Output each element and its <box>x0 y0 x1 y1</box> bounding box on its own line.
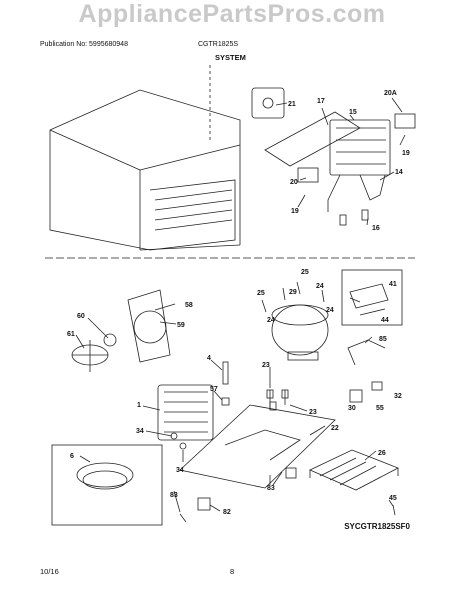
callout-6: 6 <box>70 453 74 460</box>
part-83a <box>179 513 187 523</box>
part-45 <box>392 504 396 516</box>
callout-20: 20 <box>290 179 298 186</box>
part-4 <box>222 361 229 385</box>
relay-box <box>341 269 403 326</box>
callout-25a: 25 <box>301 269 309 276</box>
callout-34a: 34 <box>136 428 144 435</box>
callout-25b: 25 <box>257 290 265 297</box>
footer-page: 8 <box>230 567 235 576</box>
callout-45: 45 <box>389 495 397 502</box>
callout-14: 14 <box>395 169 403 176</box>
screw-25a <box>261 299 267 313</box>
power-cord <box>51 444 163 526</box>
callout-85: 85 <box>379 336 387 343</box>
section-title: SYSTEM <box>215 53 246 62</box>
publication-number: Publication No: 5995680948 <box>40 41 128 48</box>
callout-60: 60 <box>77 313 85 320</box>
callout-83a: 83 <box>170 492 178 499</box>
callout-4: 4 <box>207 355 211 362</box>
callout-61: 61 <box>67 331 75 338</box>
part-55 <box>371 381 383 391</box>
evaporator-assembly <box>251 87 416 226</box>
callout-19a: 19 <box>402 150 410 157</box>
part-30 <box>349 389 363 403</box>
callout-24b: 24 <box>267 317 275 324</box>
condenser-coil <box>157 384 214 441</box>
callout-24c: 24 <box>326 307 334 314</box>
watermark-logo: AppliancePartsPros.com <box>78 0 386 28</box>
callout-29: 29 <box>289 289 297 296</box>
cabinet-outline <box>49 65 241 251</box>
callout-17: 17 <box>317 98 325 105</box>
callout-58: 58 <box>185 302 193 309</box>
callout-82: 82 <box>223 509 231 516</box>
compressor <box>271 304 329 361</box>
screw-24a <box>321 289 325 303</box>
part-82a <box>285 467 297 479</box>
drain-pan <box>309 449 399 491</box>
fan-bracket <box>71 289 171 372</box>
callout-57: 57 <box>210 386 218 393</box>
callout-23b: 23 <box>309 409 317 416</box>
callout-44: 44 <box>381 317 389 324</box>
screw-41 <box>349 297 361 303</box>
callout-55: 55 <box>376 405 384 412</box>
diagram-code: SYCGTR1825SF0 <box>344 522 410 531</box>
callout-21: 21 <box>288 101 296 108</box>
callout-41: 41 <box>389 281 397 288</box>
callout-34b: 34 <box>176 467 184 474</box>
grommet-23c <box>269 401 277 411</box>
callout-26: 26 <box>378 450 386 457</box>
footer-date: 10/16 <box>40 567 59 576</box>
screw-29 <box>282 287 286 301</box>
base-plate <box>179 390 336 489</box>
part-57 <box>221 397 230 406</box>
part-82b <box>197 497 211 511</box>
grommet-23b <box>281 389 289 399</box>
callout-59: 59 <box>177 322 185 329</box>
part-34b <box>179 442 187 450</box>
screw-25b <box>296 281 301 295</box>
callout-24a: 24 <box>316 283 324 290</box>
callout-30: 30 <box>348 405 356 412</box>
callout-19b: 19 <box>291 208 299 215</box>
callout-15: 15 <box>349 109 357 116</box>
grommet-23a <box>266 389 274 399</box>
callout-83b: 83 <box>267 485 275 492</box>
tube-85 <box>347 339 386 366</box>
callout-1: 1 <box>137 402 141 409</box>
callout-20a: 20A <box>384 90 397 97</box>
callout-32: 32 <box>394 393 402 400</box>
model-number: CGTR1825S <box>198 41 239 48</box>
callout-23a: 23 <box>262 362 270 369</box>
callout-22: 22 <box>331 425 339 432</box>
callout-16: 16 <box>372 225 380 232</box>
